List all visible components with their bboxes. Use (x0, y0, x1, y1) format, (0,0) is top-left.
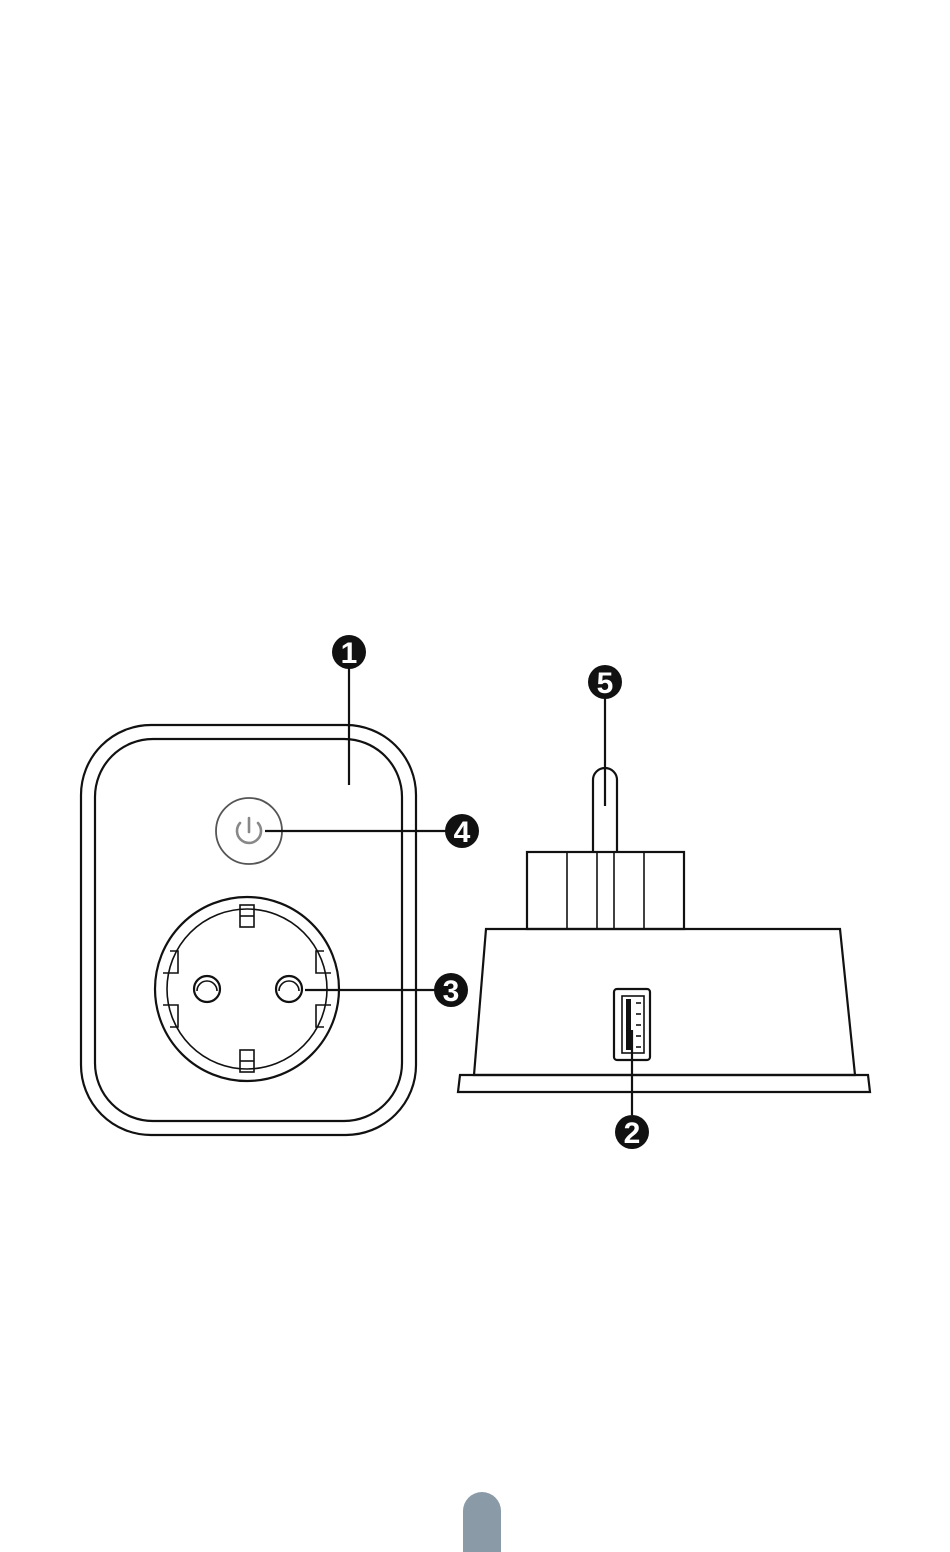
front-housing-inner (95, 739, 402, 1121)
plug-collar (527, 852, 684, 929)
callout-2: 2 (615, 1115, 649, 1150)
callout-label-2: 2 (624, 1117, 641, 1150)
callout-label-5: 5 (597, 667, 614, 700)
callout-3: 3 (434, 973, 468, 1008)
front-housing-outer (81, 725, 416, 1135)
callout-5: 5 (588, 665, 622, 700)
callout-label-3: 3 (443, 975, 460, 1008)
pin-hole-left (194, 976, 220, 1002)
callout-label-4: 4 (454, 816, 471, 849)
front-view (81, 668, 447, 1135)
callout-label-1: 1 (341, 637, 358, 670)
callout-1: 1 (332, 635, 366, 670)
side-view (458, 698, 870, 1115)
callout-4: 4 (445, 814, 479, 849)
pin-hole-right (276, 976, 302, 1002)
page-tab (463, 1492, 501, 1552)
side-base-plate (458, 1075, 870, 1092)
side-housing (474, 929, 855, 1075)
